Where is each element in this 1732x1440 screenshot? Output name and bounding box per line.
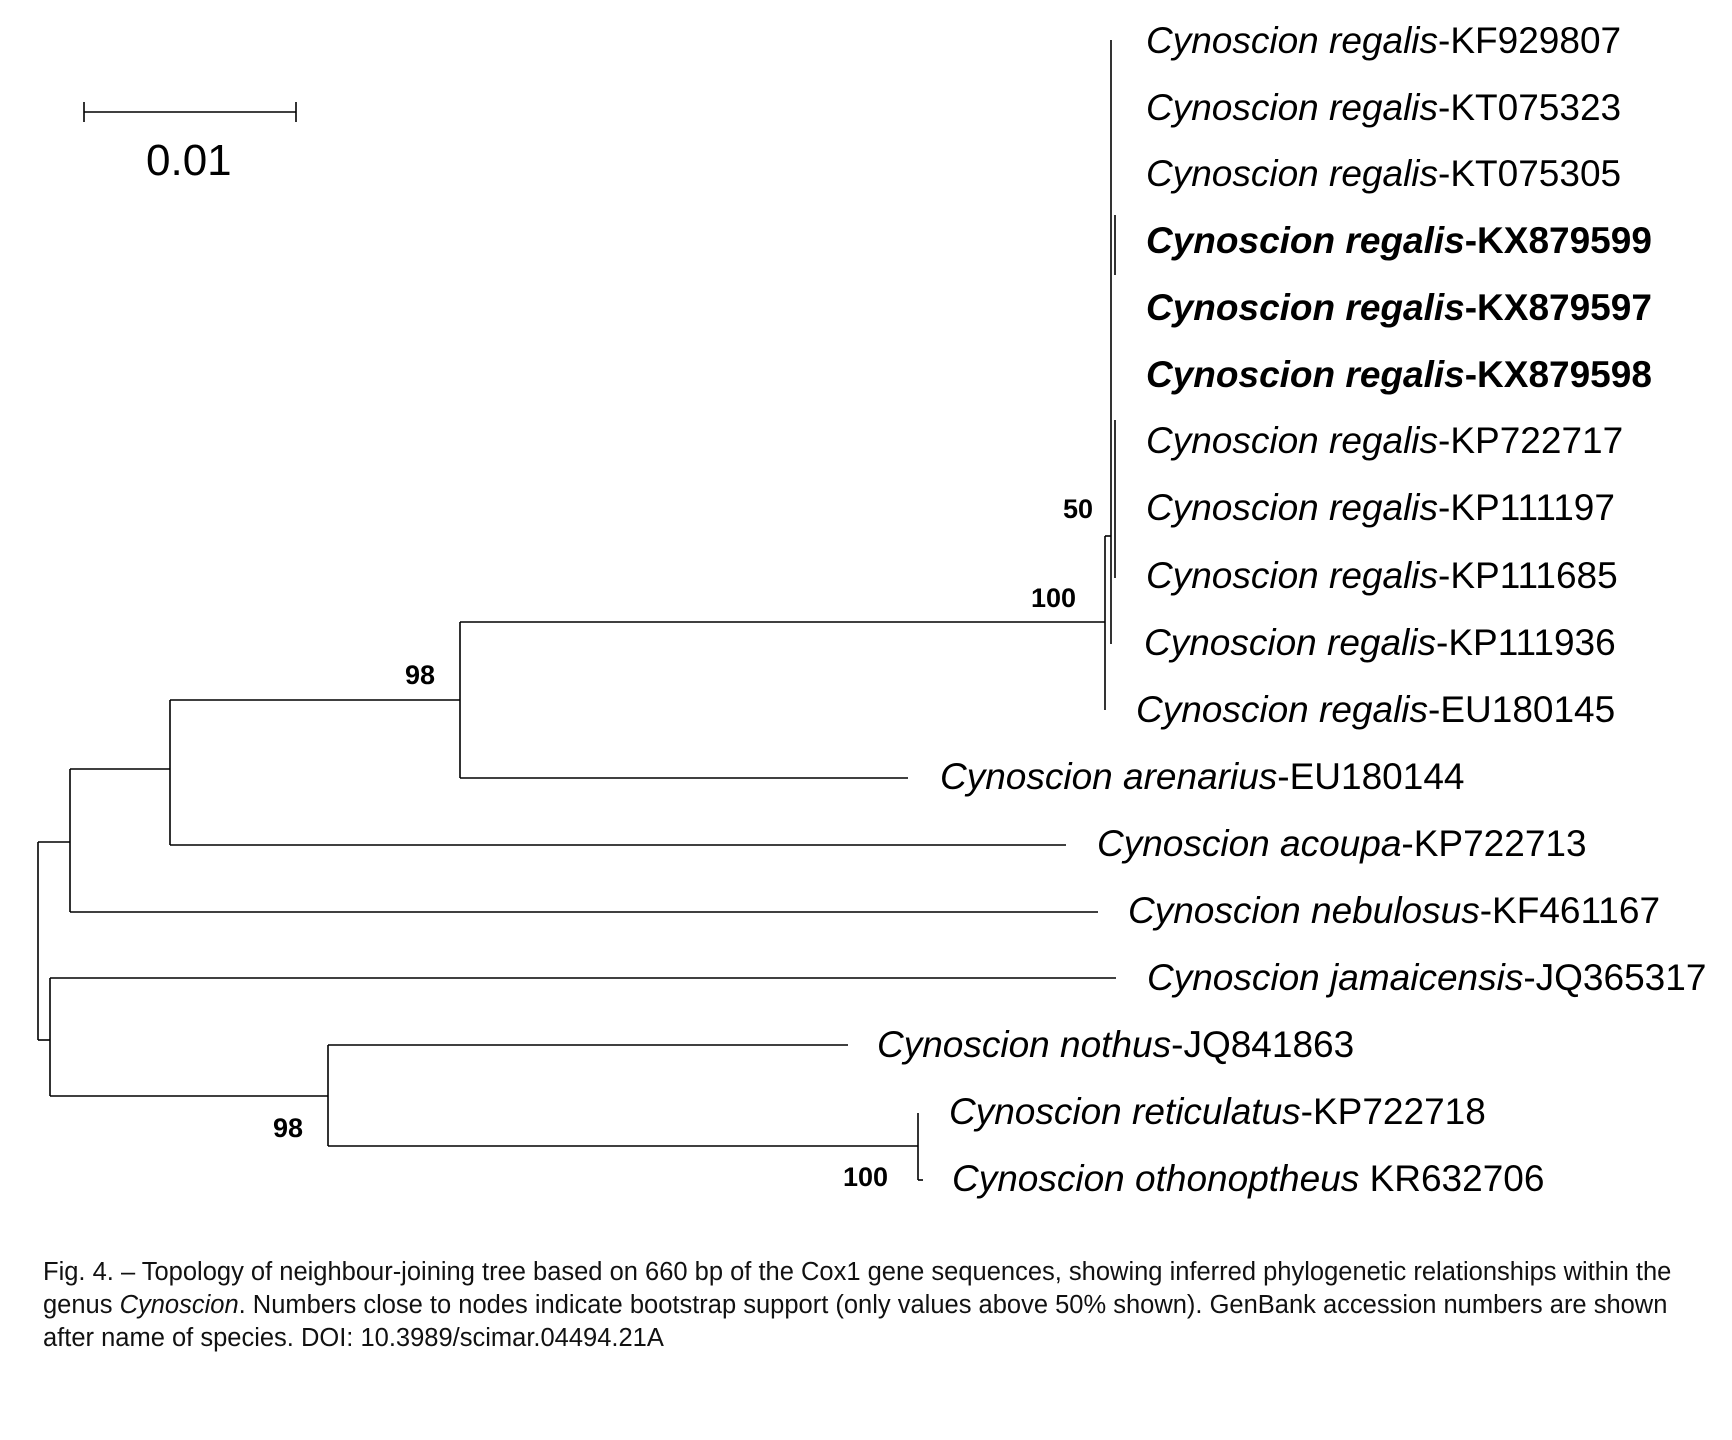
bootstrap-label: 100: [1031, 583, 1076, 613]
taxon-label: Cynoscion acoupa-KP722713: [1097, 823, 1587, 864]
accession-number: -KP722717: [1438, 420, 1623, 461]
taxon-label: Cynoscion othonoptheus KR632706: [952, 1158, 1544, 1199]
accession-number: -JQ365317: [1523, 957, 1706, 998]
scale-bar: 0.01: [83, 102, 297, 185]
species-name: Cynoscion othonoptheus: [952, 1158, 1359, 1199]
species-name: Cynoscion arenarius: [940, 756, 1277, 797]
bootstrap-values: 50 100 98 98 100: [273, 494, 1093, 1192]
species-name: Cynoscion regalis: [1146, 87, 1438, 128]
taxon-label: Cynoscion arenarius-EU180144: [940, 756, 1464, 797]
accession-number: -KF929807: [1438, 20, 1621, 61]
accession-number: -KT075305: [1438, 153, 1621, 194]
taxon-label: Cynoscion regalis-KT075305: [1146, 153, 1621, 194]
accession-number: -KX879598: [1465, 354, 1652, 395]
bootstrap-label: 100: [843, 1162, 888, 1192]
species-name: Cynoscion regalis: [1146, 487, 1438, 528]
tree-branches: [37, 40, 1116, 1181]
taxon-label: Cynoscion regalis-KX879599: [1146, 220, 1652, 261]
accession-number: -KX879597: [1465, 287, 1652, 328]
species-name: Cynoscion jamaicensis: [1147, 957, 1523, 998]
accession-number: -JQ841863: [1171, 1024, 1354, 1065]
species-name: Cynoscion regalis: [1144, 622, 1436, 663]
accession-number: -KP111936: [1436, 622, 1616, 663]
species-name: Cynoscion regalis: [1146, 354, 1465, 395]
taxon-label: Cynoscion jamaicensis-JQ365317: [1147, 957, 1706, 998]
caption-genus: Cynoscion: [119, 1291, 239, 1319]
accession-number: -KP722718: [1301, 1091, 1486, 1132]
bootstrap-label: 98: [405, 660, 435, 690]
accession-number: -KF461167: [1480, 890, 1660, 931]
taxon-label: Cynoscion regalis-KT075323: [1146, 87, 1621, 128]
taxon-label: Cynoscion regalis-KP722717: [1146, 420, 1623, 461]
species-name: Cynoscion regalis: [1146, 287, 1465, 328]
bootstrap-label: 50: [1063, 494, 1093, 524]
figure-caption: Fig. 4. – Topology of neighbour-joining …: [43, 1256, 1713, 1355]
taxon-label: Cynoscion nebulosus-KF461167: [1128, 890, 1660, 931]
species-name: Cynoscion regalis: [1136, 689, 1428, 730]
caption-text-end: . Numbers close to nodes indicate bootst…: [43, 1291, 1668, 1352]
scale-bar-label: 0.01: [146, 136, 232, 185]
taxon-label: Cynoscion regalis-KP111685: [1146, 555, 1618, 596]
accession-number: -EU180144: [1277, 756, 1464, 797]
accession-number: -KP111685: [1438, 555, 1618, 596]
species-name: Cynoscion regalis: [1146, 420, 1438, 461]
taxon-label: Cynoscion regalis-KX879597: [1146, 287, 1652, 328]
species-name: Cynoscion regalis: [1146, 220, 1465, 261]
taxon-label: Cynoscion regalis-EU180145: [1136, 689, 1615, 730]
caption-text: Fig. 4. – Topology of neighbour-joining …: [43, 1258, 1672, 1319]
taxon-label: Cynoscion regalis-KX879598: [1146, 354, 1652, 395]
species-name: Cynoscion regalis: [1146, 555, 1438, 596]
species-name: Cynoscion regalis: [1146, 20, 1438, 61]
taxon-label: Cynoscion regalis-KF929807: [1146, 20, 1621, 61]
taxon-label: Cynoscion nothus-JQ841863: [877, 1024, 1354, 1065]
accession-number: -KP722713: [1401, 823, 1586, 864]
accession-number: -EU180145: [1428, 689, 1615, 730]
taxon-label: Cynoscion reticulatus-KP722718: [949, 1091, 1486, 1132]
phylogenetic-tree: 0.01 50 100 98: [37, 20, 1706, 1199]
taxon-label: Cynoscion regalis-KP111936: [1144, 622, 1616, 663]
accession-number: -KX879599: [1465, 220, 1652, 261]
species-name: Cynoscion acoupa: [1097, 823, 1401, 864]
accession-number: -KT075323: [1438, 87, 1621, 128]
accession-number: -KP111197: [1438, 487, 1615, 528]
species-name: Cynoscion regalis: [1146, 153, 1438, 194]
species-name: Cynoscion nebulosus: [1128, 890, 1480, 931]
species-name: Cynoscion reticulatus: [949, 1091, 1301, 1132]
bootstrap-label: 98: [273, 1113, 303, 1143]
species-name: Cynoscion nothus: [877, 1024, 1171, 1065]
taxon-label: Cynoscion regalis-KP111197: [1146, 487, 1615, 528]
accession-number: KR632706: [1359, 1158, 1544, 1199]
